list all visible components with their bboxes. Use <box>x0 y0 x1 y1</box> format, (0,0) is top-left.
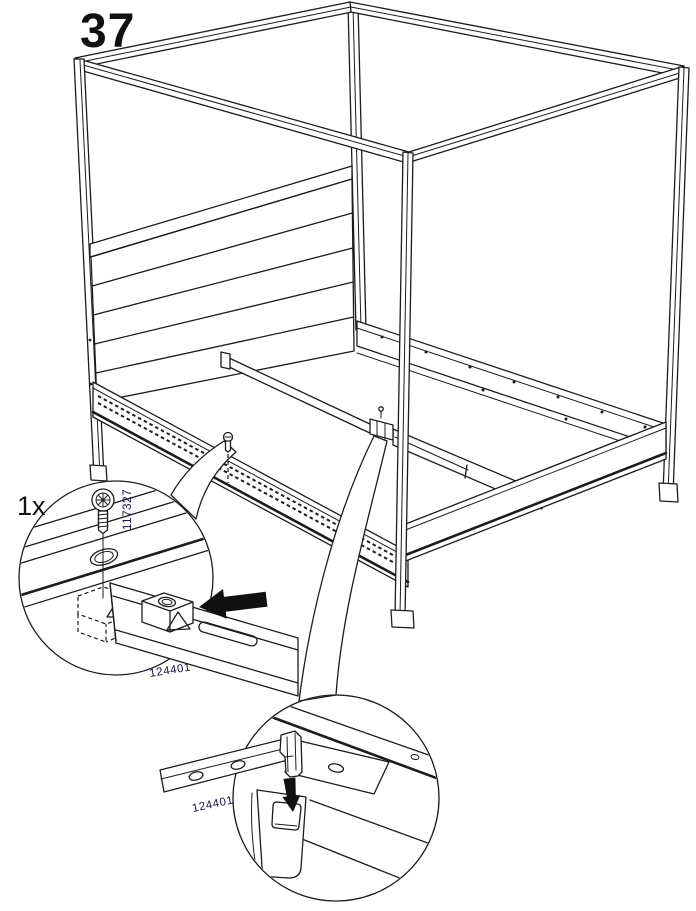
step-number: 37 <box>80 5 135 58</box>
canopy-frame <box>74 1 685 164</box>
arrow-down-icon <box>282 777 301 812</box>
arrow-left-icon <box>199 588 268 619</box>
bed-frame <box>73 1 690 629</box>
quantity-label: 1x <box>17 491 46 521</box>
hook-bracket <box>279 730 303 778</box>
part-number-bracket: 124401 <box>191 794 235 814</box>
detail-callout-bracket: 124401 <box>159 694 440 902</box>
rail-cross-section <box>20 482 212 614</box>
bed-post-right <box>658 66 690 503</box>
screw-icon <box>91 488 115 599</box>
part-number-screw: 117327 <box>122 489 134 530</box>
support-beam <box>159 738 289 793</box>
callout-circle <box>18 480 214 676</box>
center-leg <box>251 789 307 879</box>
part-number-beam: 124401 <box>149 662 192 680</box>
footboard-rail <box>401 421 668 563</box>
bed-post-front <box>390 151 415 629</box>
detail-callout-screw: 1x 117327 124401 <box>17 480 299 697</box>
midbeam-with-bracket <box>109 582 299 697</box>
leader-to-screw <box>170 440 237 520</box>
screw-on-rail <box>222 431 234 483</box>
headboard <box>89 165 355 403</box>
callout-circle <box>232 694 440 902</box>
